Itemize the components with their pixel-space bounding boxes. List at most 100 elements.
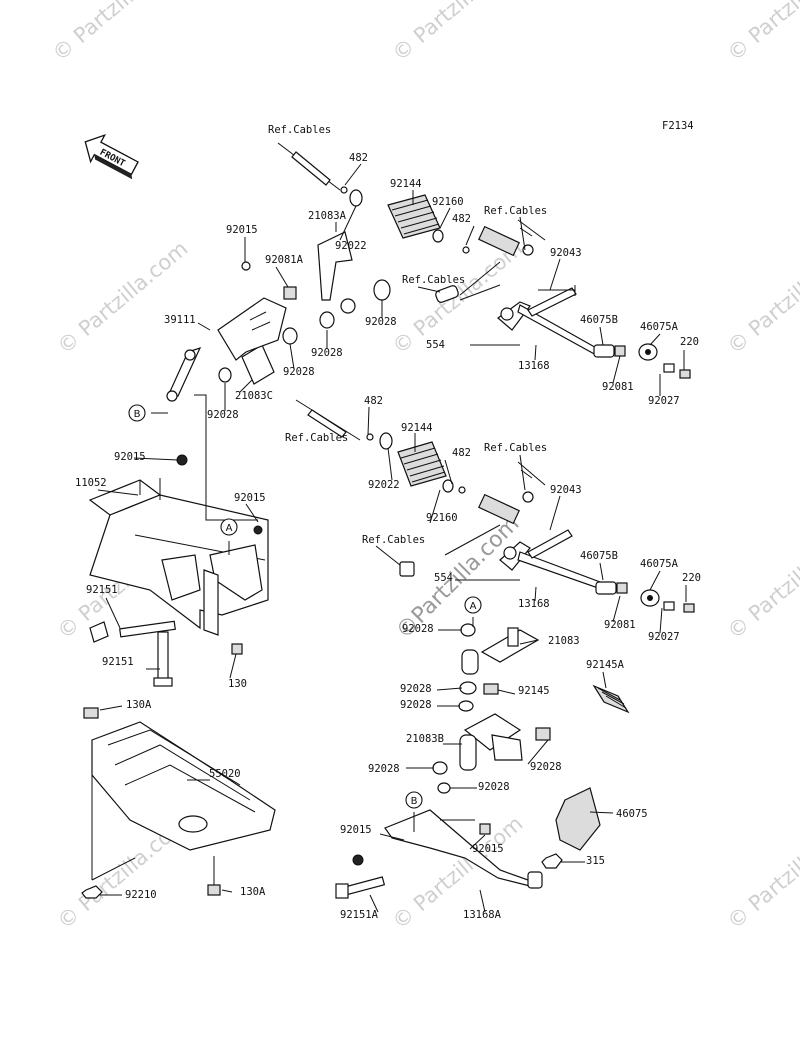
callout-letter: B [134,409,141,420]
part-number-label: 92028 [311,347,343,359]
part-number-label: 92151 [86,584,118,596]
part-number-label: 92160 [426,512,458,524]
callout-circle [405,791,423,809]
callout-circle [128,404,146,422]
part-number-label: 482 [452,447,471,459]
part-number-label: 46075A [640,558,679,570]
bracket-21083 [461,627,540,675]
part-number-label: 11052 [75,477,107,489]
part-number-label: Ref.Cables [402,274,465,286]
part-number-label: 92043 [550,484,582,496]
part-number-label: 92027 [648,631,680,643]
part-number-label: 46075B [580,550,618,562]
callout-circle [464,596,482,614]
part-number-label: 482 [452,213,471,225]
part-number-label: 92022 [368,479,400,491]
part-number-label: 92081 [602,381,634,393]
part-number-label: 46075 [616,808,648,820]
callout-a-marker: A [220,518,238,536]
part-number-label: Ref.Cables [285,432,348,444]
pedal-arm-13168 [470,287,601,357]
part-number-label: 554 [426,339,445,351]
part-number-label: Ref.Cables [484,442,547,454]
part-number-label: 92210 [125,889,157,901]
part-number-label: 130 [228,678,247,690]
watermark-text: © Partzilla.com [48,0,188,66]
part-number-label: 46075B [580,314,618,326]
spring-92144-lower [397,441,447,487]
part-number-label: 13168A [463,909,502,921]
callout-letter: A [226,523,233,534]
part-number-label: 92144 [390,178,422,190]
part-number-label: 220 [680,336,699,348]
watermark-text: © Partzilla.com [53,236,193,359]
cable-end-lower [444,461,546,556]
part-number-label: 482 [349,152,368,164]
part-number-label: 92015 [114,451,146,463]
watermark-text: © Partzilla.com [388,0,528,66]
lower-lever-assembly [335,623,630,899]
callout-letter: A [470,601,477,612]
part-number-label: 315 [586,855,605,867]
part-number-label: 92022 [335,240,367,252]
callout-a-marker: A [464,596,482,614]
part-number-label: 92028 [400,683,432,695]
part-number-label: 92043 [550,247,582,259]
watermark-text: © Partzilla.com [723,811,800,934]
watermark-text: © Partzilla.com [723,0,800,66]
part-number-label: 92081 [604,619,636,631]
callout-b-marker: B [128,404,146,422]
part-number-label: 21083C [235,390,273,402]
part-number-label: 220 [682,572,701,584]
part-number-label: 46075A [640,321,679,333]
part-number-label: 92015 [234,492,266,504]
callout-markers: A A B B [128,404,482,809]
part-number-label: 13168 [518,598,550,610]
watermark-text: © Partzilla.com [723,521,800,644]
part-number-label: 13168 [518,360,550,372]
callout-letter: B [411,796,418,807]
callout-circle [220,518,238,536]
part-number-label: 92015 [340,824,372,836]
part-number-label: 92028 [368,763,400,775]
brake-pedal-13168A [384,809,543,889]
part-number-label: 92151 [102,656,134,668]
watermark-text: © Partzilla.com [388,236,528,359]
part-number-label: 130A [126,699,152,711]
part-number-label: 92027 [648,395,680,407]
cable-end-upper [459,219,546,296]
part-number-label: 21083 [548,635,580,647]
part-number-label: 21083B [406,733,444,745]
diagram-code: F2134 [662,120,694,132]
pedal-pad-46075 [555,787,601,851]
part-number-label: 92028 [207,409,239,421]
part-number-label: 92028 [283,366,315,378]
bracket-11052 [88,454,269,687]
part-number-label: Ref.Cables [362,534,425,546]
spring-92145A [592,684,630,714]
part-labels: Ref.Cables4829214492160Ref.Cables4829202… [75,124,701,921]
part-number-label: 92028 [365,316,397,328]
watermark-text: © Partzilla.com [723,236,800,359]
lever-21083B [459,713,523,771]
part-number-label: 55020 [209,768,241,780]
upper-lever-assembly [166,231,391,402]
part-number-label: 130A [240,886,266,898]
part-number-label: Ref.Cables [268,124,331,136]
skid-plate-55020 [81,707,276,899]
front-arrow-icon: FRONT [84,134,139,180]
part-number-label: 92081A [265,254,304,266]
part-number-label: 92144 [401,422,433,434]
callout-b-marker: B [405,791,423,809]
middle-cable-assembly [295,399,695,613]
upper-cable-assembly [277,142,691,379]
part-number-label: 92145A [586,659,625,671]
part-number-label: 92015 [226,224,258,236]
part-number-label: 39111 [164,314,196,326]
leader-lines [97,163,687,913]
part-number-label: 92028 [530,761,562,773]
part-number-label: 92028 [478,781,510,793]
part-number-label: 482 [364,395,383,407]
